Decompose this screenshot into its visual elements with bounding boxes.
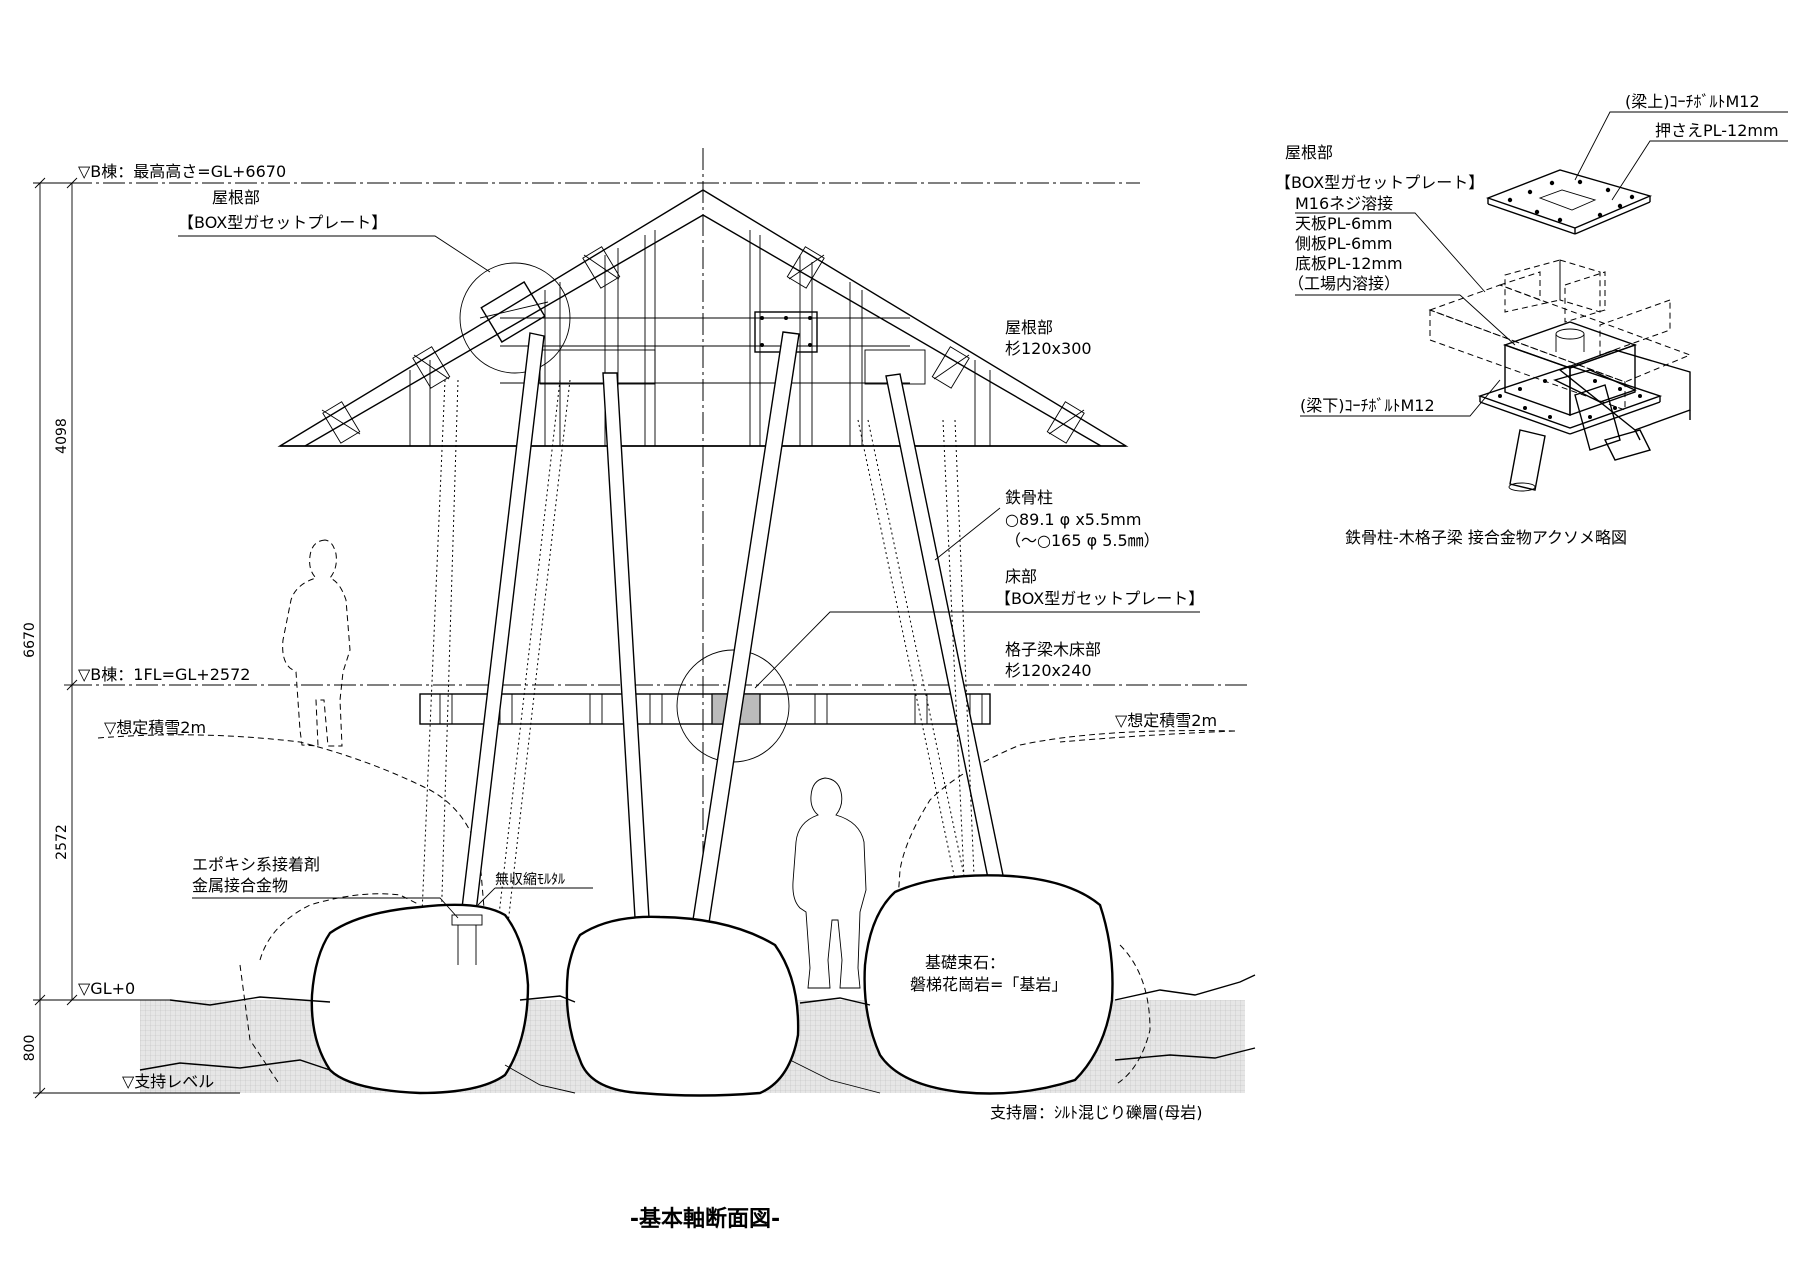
level-snow-left: ▽想定積雪2m (104, 718, 206, 737)
roof-member-label-2: 杉120x300 (1005, 339, 1092, 358)
roof-gusset-label-2: 【BOX型ガセットプレート】 (178, 213, 387, 232)
level-labels: ▽B棟：最高高さ=GL+6670 ▽B棟：1FL=GL+2572 ▽想定積雪2m… (78, 162, 1217, 1091)
steel-col-label-3: （～○165 φ 5.5㎜） (1005, 531, 1160, 550)
axo-roof-label-2: 【BOX型ガセットプレート】 (1275, 173, 1484, 192)
roof-structure (277, 189, 1129, 447)
axo-bolt-bottom: (梁下)ｺｰﾁﾎﾞﾙﾄM12 (1300, 396, 1435, 415)
dim-total: 6670 (22, 622, 38, 658)
roof-gusset-label-1: 屋根部 (212, 188, 260, 207)
axo-press-plate: 押さえPL-12mm (1655, 121, 1779, 140)
floor-gusset-label-2: 【BOX型ガセットプレート】 (995, 589, 1204, 608)
dim-upper: 4098 (54, 418, 70, 454)
level-gl: ▽GL+0 (78, 979, 135, 998)
epoxy-label-2: 金属接合金物 (192, 876, 288, 895)
floor-member-label-1: 格子梁木床部 (1005, 640, 1101, 659)
level-floor: ▽B棟：1FL=GL+2572 (78, 665, 250, 684)
foundation-label-2: 磐梯花崗岩=「基岩」 (910, 975, 1067, 994)
dim-below: 800 (22, 1035, 38, 1062)
floor-member-label-2: 杉120x240 (1005, 661, 1092, 680)
axo-title: 鉄骨柱-木格子梁 接合金物アクソメ略図 (1345, 528, 1627, 547)
steel-col-label-2: ○89.1 φ x5.5mm (1005, 510, 1141, 529)
people-silhouettes (282, 539, 867, 989)
foundation-rocks (139, 874, 1256, 1097)
roof-member-label-1: 屋根部 (1005, 318, 1053, 337)
axo-spec-4: 底板PL-12mm (1295, 254, 1403, 273)
axo-spec-5: （工場内溶接） (1288, 274, 1400, 293)
axo-spec-2: 天板PL-6mm (1295, 214, 1392, 233)
foundation-label-1: 基礎束石： (925, 953, 1005, 972)
axo-spec-3: 側板PL-6mm (1295, 234, 1392, 253)
dimension-chain: 6670 4098 2572 800 (22, 177, 78, 1099)
axonometric-detail: 屋根部 【BOX型ガセットプレート】 M16ネジ溶接 天板PL-6mm 側板PL… (1275, 92, 1788, 547)
level-snow-right: ▽想定積雪2m (1115, 711, 1217, 730)
dim-lower: 2572 (54, 824, 70, 860)
level-top: ▽B棟：最高高さ=GL+6670 (78, 162, 286, 181)
callouts: 屋根部 【BOX型ガセットプレート】 屋根部 杉120x300 鉄骨柱 ○89.… (178, 188, 1204, 1122)
floor-gusset-label-1: 床部 (1005, 567, 1037, 586)
epoxy-label-1: エポキシ系接着剤 (192, 855, 320, 874)
support-layer-label: 支持層：ｼﾙﾄ混じり礫層(母岩) (990, 1103, 1203, 1122)
snow-lines (97, 730, 1236, 931)
steel-columns (419, 331, 1006, 976)
axo-spec-1: M16ネジ溶接 (1295, 194, 1393, 213)
section-title: -基本軸断面図- (630, 1206, 780, 1232)
level-support: ▽支持レベル (122, 1072, 214, 1091)
axo-bolt-top: (梁上)ｺｰﾁﾎﾞﾙﾄM12 (1625, 92, 1760, 111)
steel-col-label-1: 鉄骨柱 (1005, 488, 1053, 507)
axo-roof-label-1: 屋根部 (1285, 143, 1333, 162)
mortar-label: 無収縮ﾓﾙﾀﾙ (495, 872, 565, 888)
anchor-detail (451, 914, 483, 965)
floor-beam (419, 693, 991, 725)
